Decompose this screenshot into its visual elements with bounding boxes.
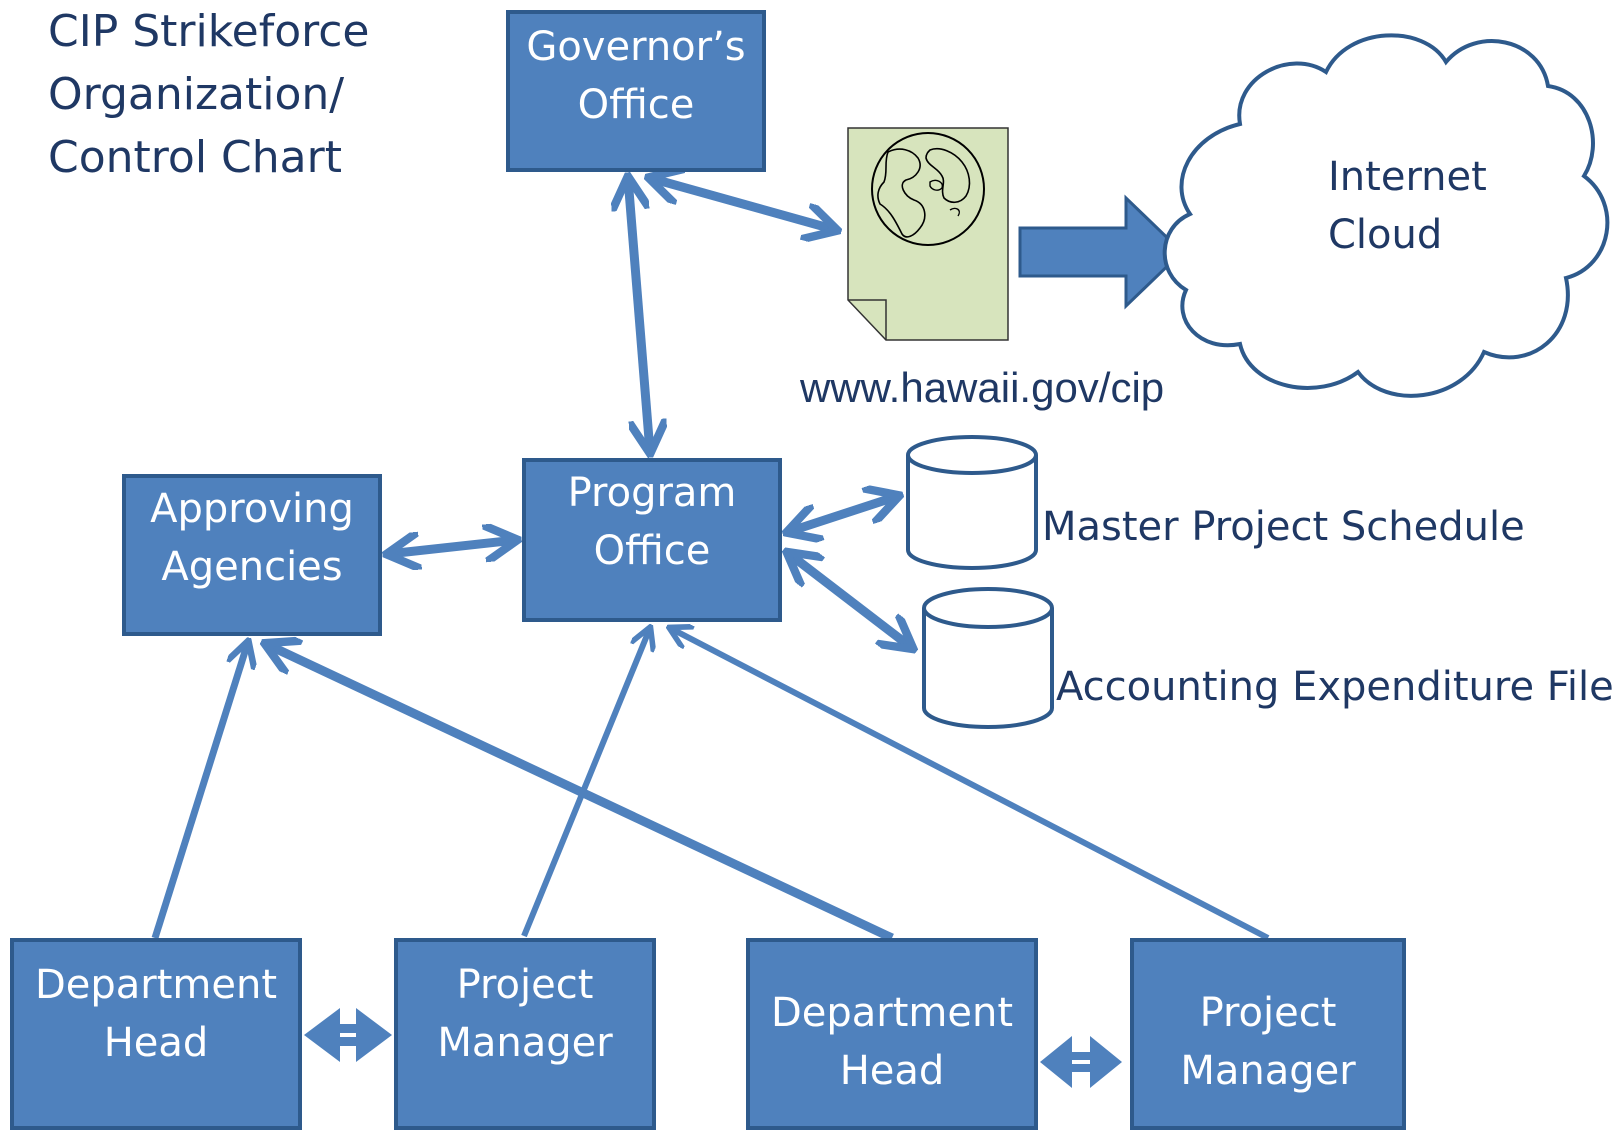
project-manager-1-line-2: Manager [437, 1020, 613, 1066]
master-schedule-database-icon [906, 435, 1038, 570]
internet-cloud [1162, 33, 1610, 398]
program-office-line-1: Program [567, 470, 737, 516]
dept2-pm2-connector [1040, 1036, 1122, 1088]
approving-program-arrow [388, 540, 516, 554]
department-head-2-line-1: Department [770, 990, 1014, 1036]
dept1-pm1-connector [304, 1008, 392, 1062]
department-head-1-box: Department Head [10, 938, 302, 1130]
globe-icon [871, 132, 985, 246]
department-head-2-box: Department Head [746, 938, 1038, 1130]
program-office-line-2: Office [593, 528, 711, 574]
approving-agencies-box: Approving Agencies [122, 474, 382, 636]
chart-title-line-3: Control Chart [48, 132, 342, 183]
internet-cloud-label: Internet Cloud [1328, 148, 1487, 264]
program-accounting-arrow [788, 553, 912, 648]
department-head-2-line-2: Head [839, 1048, 945, 1094]
project-manager-2-box: Project Manager [1130, 938, 1406, 1130]
governor-webpage-arrow [650, 178, 836, 230]
pm2-program-arrow [670, 628, 1270, 941]
program-office-box: Program Office [522, 458, 782, 622]
dept2-approving-arrow [266, 644, 894, 943]
governors-office-box: Governor’s Office [506, 10, 766, 172]
dept1-approving-arrow [151, 642, 248, 940]
master-schedule-label: Master Project Schedule [1042, 504, 1525, 550]
internet-cloud-line-1: Internet [1328, 154, 1487, 200]
project-manager-2-line-1: Project [1199, 990, 1337, 1036]
department-head-1-line-2: Head [103, 1020, 209, 1066]
governor-program-arrow [628, 178, 650, 452]
program-schedule-arrow [788, 496, 898, 532]
project-manager-1-line-1: Project [456, 962, 594, 1008]
approving-agencies-line-1: Approving [150, 486, 354, 532]
accounting-file-label: Accounting Expenditure File [1056, 664, 1614, 710]
chart-title-line-2: Organization/ [48, 69, 345, 120]
pm1-program-arrow [521, 628, 650, 938]
department-head-1-line-1: Department [34, 962, 278, 1008]
webpage-cloud-arrow [1018, 194, 1185, 310]
chart-title: CIP Strikeforce Organization/ Control Ch… [48, 0, 370, 189]
internet-cloud-line-2: Cloud [1328, 212, 1443, 258]
project-manager-2-line-2: Manager [1180, 1048, 1356, 1094]
governors-office-line-2: Office [577, 82, 695, 128]
accounting-file-database-icon [922, 587, 1054, 729]
chart-title-line-1: CIP Strikeforce [48, 6, 370, 57]
governors-office-line-1: Governor’s [526, 24, 746, 70]
website-url[interactable]: www.hawaii.gov/cip [800, 364, 1165, 411]
project-manager-1-box: Project Manager [394, 938, 656, 1130]
approving-agencies-line-2: Agencies [161, 544, 343, 590]
